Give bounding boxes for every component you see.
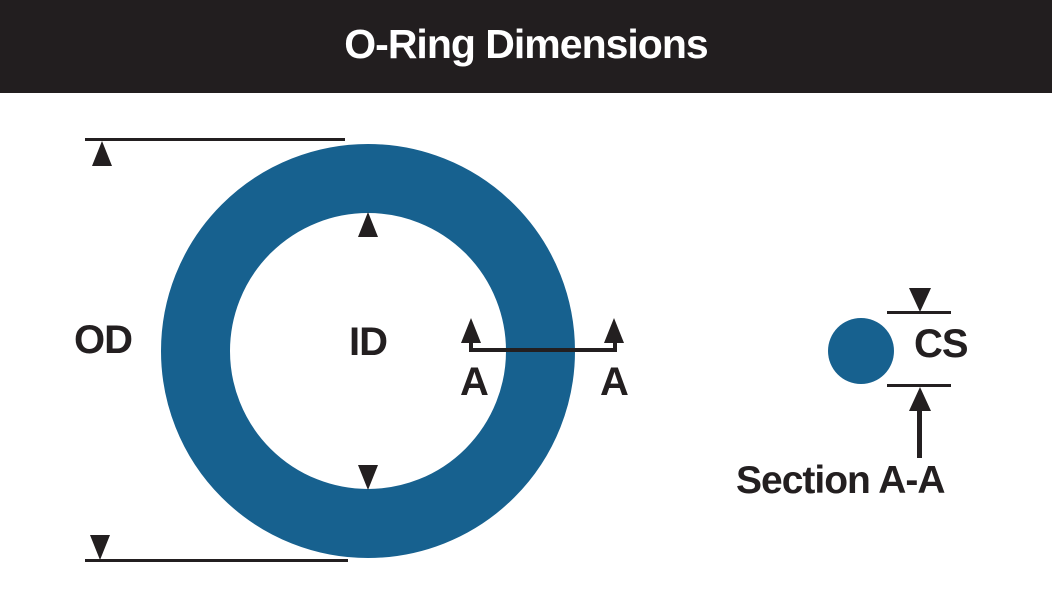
- section-cut-right-stem: [613, 341, 617, 350]
- arrow-down-icon: [358, 465, 378, 490]
- cs-arrow-stem: [917, 409, 922, 458]
- arrow-down-icon: [909, 288, 931, 312]
- id-label: ID: [349, 320, 388, 364]
- cross-section-circle: [828, 318, 894, 384]
- od-top-extension-line: [85, 138, 345, 141]
- cs-top-extension-line: [887, 311, 951, 314]
- arrow-up-icon: [909, 387, 931, 411]
- section-cut-left-stem: [469, 341, 473, 350]
- section-a-right-label: A: [600, 360, 629, 404]
- arrow-up-icon: [604, 318, 624, 343]
- arrow-up-icon: [358, 212, 378, 237]
- arrow-up-icon: [461, 318, 481, 343]
- section-cut-line: [469, 348, 617, 352]
- arrow-down-icon: [90, 535, 110, 560]
- od-label: OD: [74, 318, 133, 362]
- cs-label: CS: [914, 322, 969, 366]
- od-bottom-extension-line: [85, 559, 348, 562]
- section-a-left-label: A: [460, 360, 489, 404]
- title-bar: O-Ring Dimensions: [0, 0, 1052, 93]
- cs-bottom-extension-line: [887, 384, 951, 387]
- page-title: O-Ring Dimensions: [344, 21, 708, 67]
- section-caption: Section A-A: [736, 459, 946, 502]
- arrow-up-icon: [92, 141, 112, 166]
